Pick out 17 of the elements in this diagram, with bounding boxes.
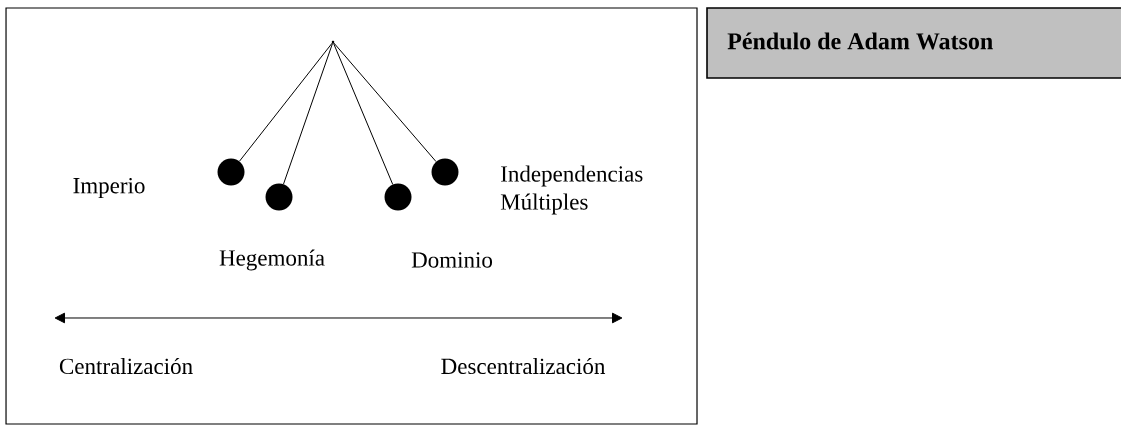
pendulum-string (333, 42, 437, 163)
text-label: Descentralización (441, 357, 606, 375)
text-label: Dominio (411, 252, 493, 268)
text-label: Centralización (59, 357, 193, 375)
title-box: Péndulo de Adam Watson (706, 7, 1121, 79)
frame-box (5, 7, 698, 425)
pivot-point (331, 40, 335, 44)
pendulum-string (333, 42, 394, 185)
text-label: Hegemonía (219, 249, 325, 271)
pendulum-ball (217, 158, 245, 186)
pendulum-ball (265, 183, 293, 211)
pendulum-string (238, 42, 333, 162)
pendulum-ball (431, 158, 459, 186)
pendulum-ball (384, 183, 412, 211)
text-label: Imperio (73, 177, 145, 199)
text-label: Independencias Múltiples (500, 165, 643, 215)
pendulum-string (283, 42, 334, 185)
